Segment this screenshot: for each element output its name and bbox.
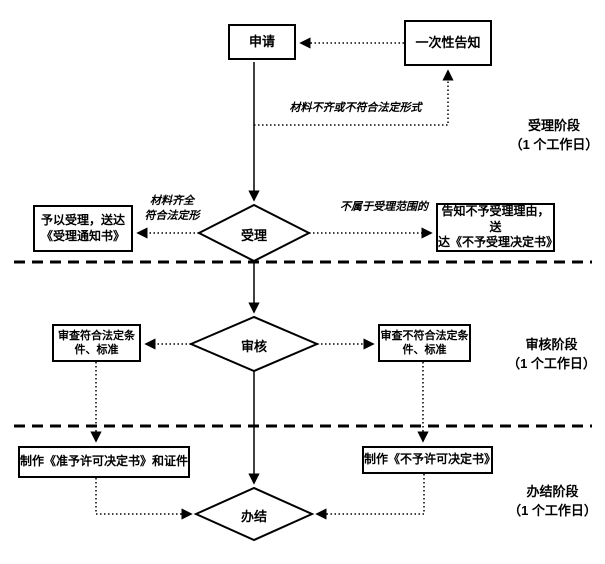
one-time-notice-box: 一次性告知 <box>404 20 492 66</box>
stage-accept-name: 受理阶段 <box>527 118 580 133</box>
stage-finish-name: 办结阶段 <box>526 484 579 499</box>
stage-accept-duration: （1 个工作日） <box>509 136 599 152</box>
reject-notify-line2: 达《不予受理决定书》 <box>438 235 559 250</box>
edge-make-permit-to-finish <box>95 478 193 520</box>
accept-diamond-label: 受理 <box>240 228 267 243</box>
stage-label-accept: 受理阶段 （1 个工作日） <box>503 117 605 155</box>
edge-label-incomplete: 材料不齐或不符合法定形式 <box>289 102 422 114</box>
stage-label-finish: 办结阶段 （1 个工作日） <box>500 483 605 521</box>
review-diamond-label: 审核 <box>240 339 267 354</box>
finish-diamond-label: 办结 <box>240 509 267 524</box>
edge-label-complete: 材料齐全 符合法定形 <box>136 194 208 224</box>
apply-label: 申请 <box>248 33 275 49</box>
accept-notify-line2: 《受理通知书》 <box>40 228 125 243</box>
stage-finish-duration: （1 个工作日） <box>508 502 597 518</box>
review-diamond-shape <box>188 315 320 373</box>
make-denial-box: 制作《不予许可决定书》 <box>362 446 497 474</box>
edge-label-out-of-scope: 不属于受理范围的 <box>340 201 428 213</box>
edge-make-denial-to-finish <box>315 474 425 520</box>
reject-notify-line1: 告知不予受理理由，送 <box>441 204 550 234</box>
stage-label-review: 审核阶段 （1 个工作日） <box>498 336 605 374</box>
stage-review-duration: （1 个工作日） <box>507 355 596 371</box>
make-permit-label: 制作《准予许可决定书》和证件 <box>20 454 189 469</box>
stage-review-name: 审核阶段 <box>525 337 578 352</box>
review-pass-line1: 审查符合法定条 <box>58 329 135 342</box>
edge-incomplete-to-notice <box>254 69 454 126</box>
one-time-notice-label: 一次性告知 <box>415 34 481 50</box>
accept-notify-line1: 予以受理，送达 <box>40 212 125 227</box>
reject-notify-box: 告知不予受理理由，送 达《不予受理决定书》 <box>436 203 559 252</box>
finish-diamond-shape <box>193 486 315 542</box>
review-fail-line2: 件、标准 <box>402 344 447 356</box>
apply-box: 申请 <box>228 24 296 60</box>
review-fail-box: 审查不符合法定条 件、标准 <box>378 324 471 362</box>
review-pass-box: 审查符合法定条 件、标准 <box>52 324 141 362</box>
accept-diamond-shape <box>196 203 312 263</box>
make-denial-label: 制作《不予许可决定书》 <box>364 452 497 467</box>
edge-label-complete-line2: 符合法定形 <box>144 209 200 222</box>
edge-label-complete-line1: 材料齐全 <box>150 195 194 207</box>
review-pass-line2: 件、标准 <box>74 344 119 356</box>
make-permit-box: 制作《准予许可决定书》和证件 <box>18 446 190 478</box>
accept-notify-box: 予以受理，送达 《受理通知书》 <box>33 205 133 252</box>
review-fail-line1: 审查不符合法定条 <box>380 329 469 342</box>
